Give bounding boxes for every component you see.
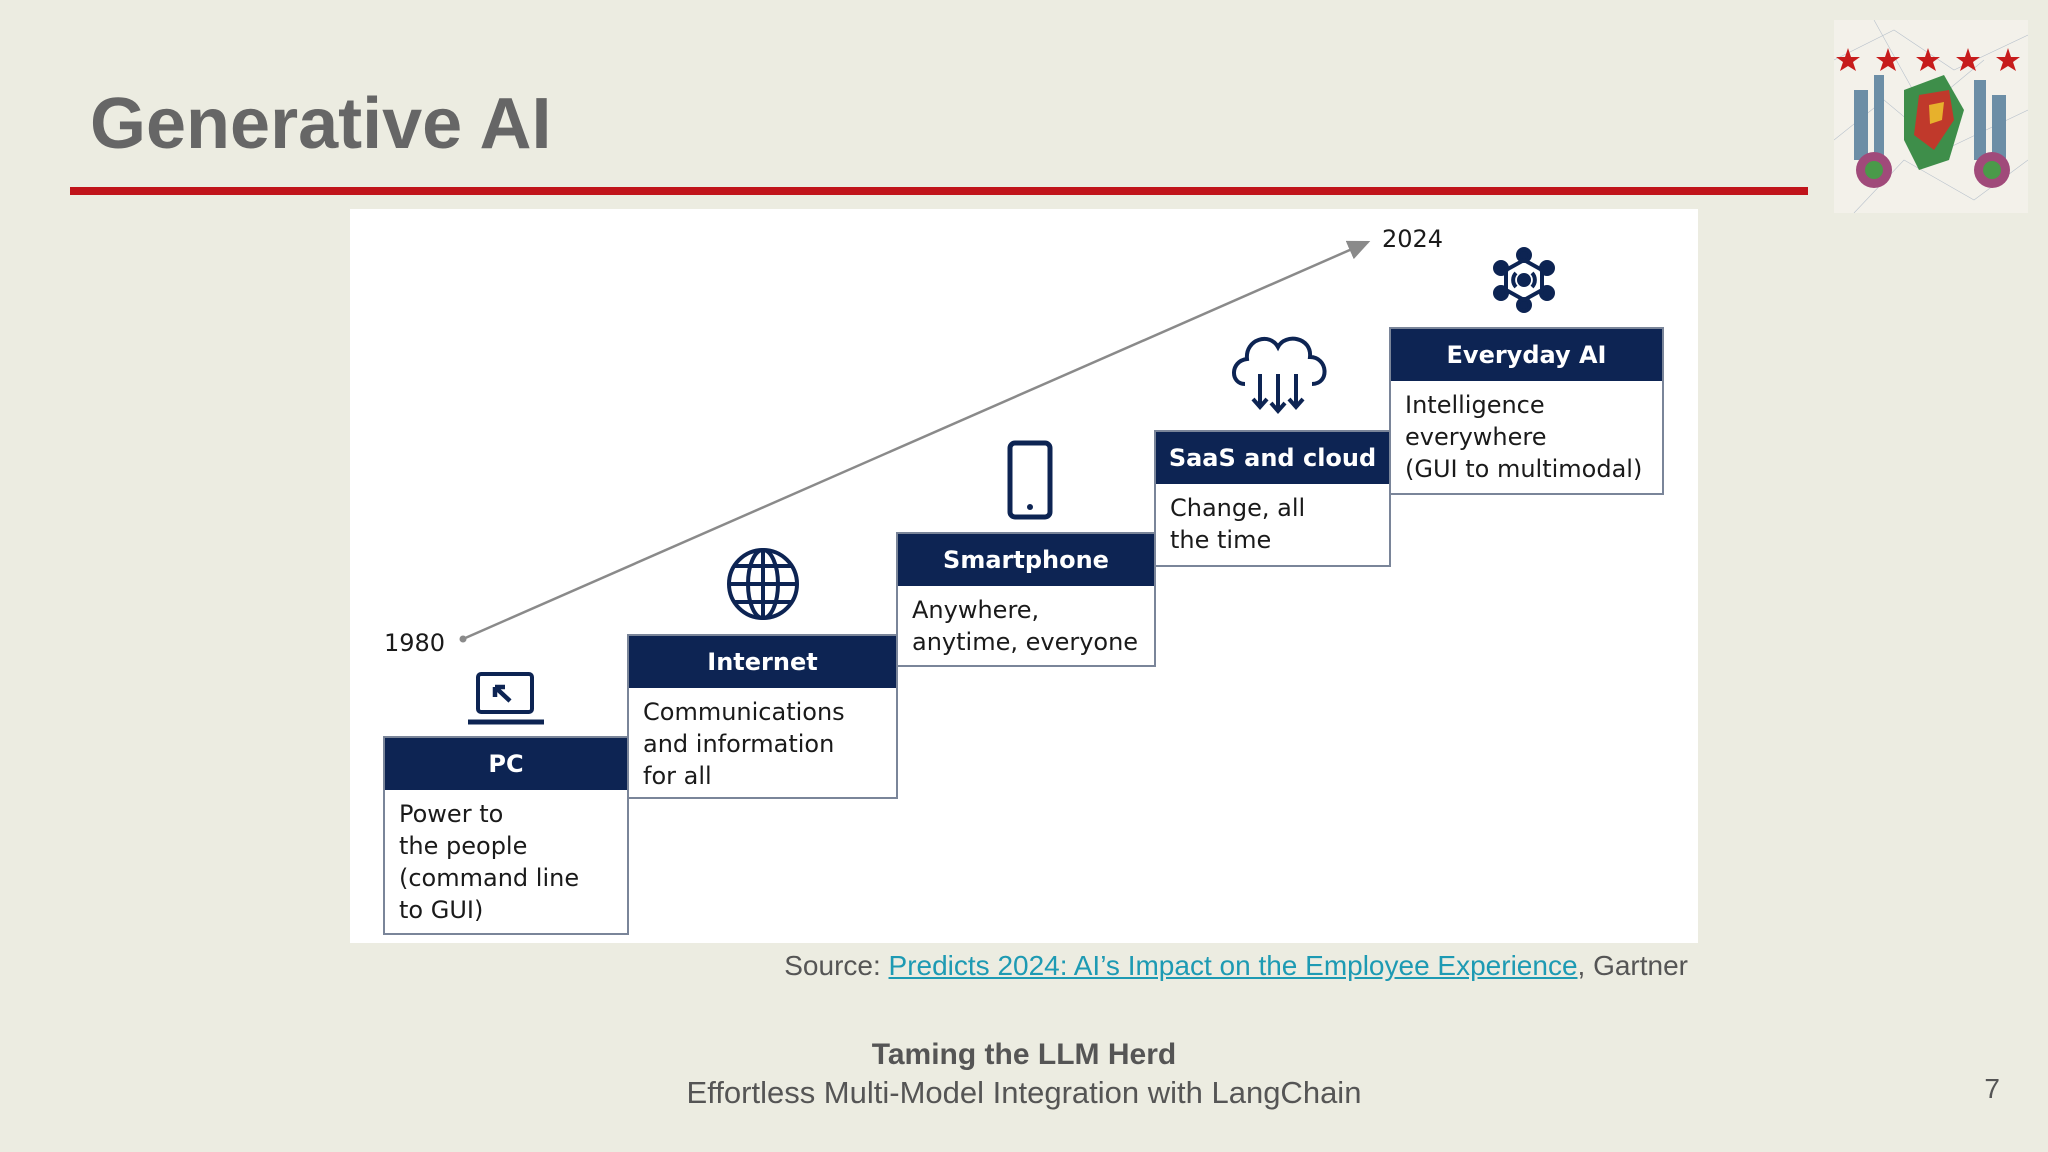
- title-underline: [70, 187, 1808, 195]
- source-citation: Source: Predicts 2024: AI’s Impact on th…: [784, 950, 1688, 982]
- source-suffix: , Gartner: [1577, 950, 1688, 981]
- conference-logo: [1834, 20, 2028, 213]
- diagram-graphics: [459, 240, 1555, 725]
- laptop-icon: [468, 672, 544, 725]
- timeline-start-year: 1980: [384, 629, 446, 657]
- page-number: 7: [1984, 1073, 2000, 1104]
- slide-title: Generative AI: [90, 84, 552, 164]
- source-prefix: Source:: [784, 950, 889, 981]
- step-description: Intelligence everywhere (GUI to multimod…: [1405, 391, 1643, 483]
- smartphone-icon: [1007, 440, 1053, 520]
- globe-icon: [727, 548, 799, 620]
- footer-title: Taming the LLM Herd: [871, 1038, 1177, 1071]
- timeline-arrow: [462, 240, 1371, 641]
- step-heading: Smartphone: [898, 534, 1154, 586]
- step-description: Communications and information for all: [643, 698, 845, 790]
- step-heading: Everyday AI: [1391, 329, 1662, 381]
- step-saas-cloud: SaaS and cloud Change, all the time: [1154, 430, 1391, 567]
- source-link[interactable]: Predicts 2024: AI’s Impact on the Employ…: [888, 950, 1578, 981]
- step-smartphone: Smartphone Anywhere, anytime, everyone: [896, 532, 1156, 667]
- cloud-icon: [1232, 336, 1327, 415]
- timeline-end-year: 2024: [1382, 225, 1444, 253]
- footer-subtitle: Effortless Multi-Model Integration with …: [686, 1075, 1362, 1110]
- ai-network-icon: [1493, 247, 1555, 313]
- step-description: Power to the people (command line to GUI…: [399, 800, 580, 924]
- step-description: Anywhere, anytime, everyone: [912, 596, 1139, 656]
- step-description: Change, all the time: [1170, 494, 1306, 554]
- step-heading: SaaS and cloud: [1156, 432, 1389, 484]
- step-heading: Internet: [629, 636, 896, 688]
- step-pc: PC Power to the people (command line to …: [383, 736, 629, 935]
- evolution-diagram: 1980 2024 PC Power to the people (comman…: [350, 209, 1698, 943]
- step-heading: PC: [385, 738, 627, 790]
- step-everyday-ai: Everyday AI Intelligence everywhere (GUI…: [1389, 327, 1664, 495]
- step-internet: Internet Communications and information …: [627, 634, 898, 799]
